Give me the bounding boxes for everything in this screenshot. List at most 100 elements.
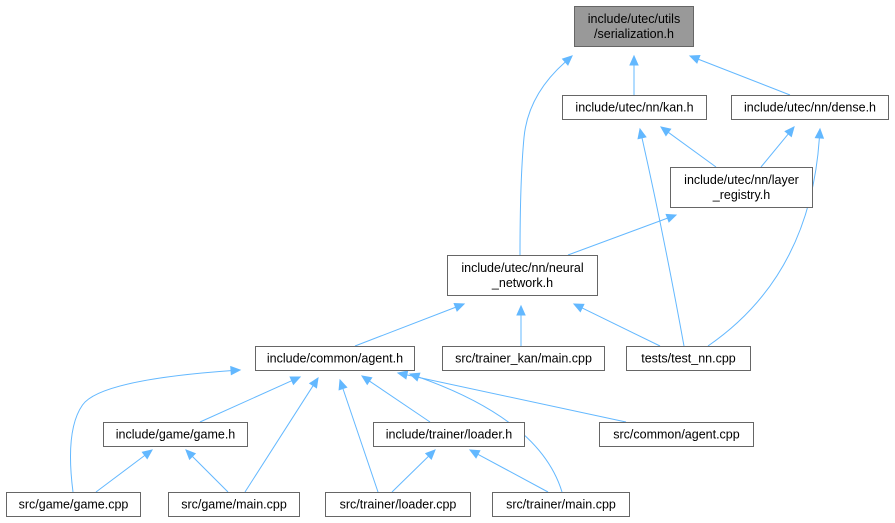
edge-line [641,137,685,347]
arrowhead [289,376,302,386]
edge-line [192,456,229,493]
node-label: _network.h [491,276,553,290]
edge-line [581,307,661,347]
edge-loader_cpp-to-agent_h [338,378,379,493]
node-kan[interactable]: include/utec/nn/kan.h [562,95,707,120]
node-loader_cpp[interactable]: src/trainer/loader.cpp [325,492,471,517]
nodes-layer: include/utec/utils/serialization.hinclud… [6,6,889,517]
edge-kan-to-serialization [629,54,639,95]
node-label: tests/test_nn.cpp [641,352,736,366]
arrowhead [665,213,678,223]
node-label: include/utec/utils [588,12,680,26]
edge-game_h-to-agent_h [199,376,302,423]
edge-line [391,455,429,493]
node-label: src/trainer/loader.cpp [340,498,457,512]
node-box[interactable] [562,95,707,120]
arrowhead [660,126,672,137]
edge-line [698,58,791,96]
arrowhead [424,449,436,461]
edge-loader_cpp-to-loader_h [391,449,436,493]
edge-neural_network-to-serialization [519,55,573,256]
arrowhead [453,302,466,312]
node-game_main[interactable]: src/game/main.cpp [168,492,300,517]
edge-agent_h-to-neural_network [354,302,466,347]
node-box[interactable] [670,167,813,208]
node-label: src/game/main.cpp [181,498,287,512]
node-box[interactable] [6,492,141,517]
edge-line [477,453,549,493]
node-label: include/utec/nn/dense.h [744,101,876,115]
node-box[interactable] [255,346,415,371]
edge-neural_network-to-layer_registry [567,213,678,256]
node-box[interactable] [447,255,598,296]
arrowhead [338,378,348,391]
arrowhead [688,55,701,64]
edge-test_nn-to-kan [637,127,685,347]
node-box[interactable] [373,422,525,447]
node-box[interactable] [103,422,248,447]
node-label: include/utec/nn/layer [684,173,799,187]
node-label: _registry.h [712,188,770,202]
edge-game_cpp-to-agent_h [69,365,242,493]
arrowhead [396,370,409,380]
node-game_h[interactable]: include/game/game.h [103,422,248,447]
node-loader_h[interactable]: include/trainer/loader.h [373,422,525,447]
node-label: include/trainer/loader.h [386,428,513,442]
node-trainer_kan_main[interactable]: src/trainer_kan/main.cpp [442,346,605,371]
edge-line [519,61,566,256]
node-box[interactable] [492,492,630,517]
arrowhead [637,127,647,140]
node-box[interactable] [731,95,889,120]
arrowhead [308,376,319,389]
node-test_nn[interactable]: tests/test_nn.cpp [626,346,751,371]
arrowhead [230,365,242,376]
arrowhead [141,449,153,460]
edge-agent_cpp-to-agent_h [396,370,627,423]
node-neural_network[interactable]: include/utec/nn/neural_network.h [447,255,598,296]
edge-line [95,455,146,493]
edge-line [760,133,789,168]
edge-line [667,131,717,168]
edge-trainer_kan_main-to-neural_network [516,304,526,346]
edge-test_nn-to-neural_network [572,303,661,347]
node-label: src/game/game.cpp [19,498,129,512]
node-agent_cpp[interactable]: src/common/agent.cpp [599,422,754,447]
edge-trainer_main-to-loader_h [468,449,549,493]
node-label: src/trainer/main.cpp [506,498,616,512]
node-serialization[interactable]: include/utec/utils/serialization.h [574,6,694,47]
node-box[interactable] [626,346,751,371]
node-trainer_main[interactable]: src/trainer/main.cpp [492,492,630,517]
node-label: include/common/agent.h [267,352,403,366]
arrowhead [784,126,795,138]
edge-game_main-to-agent_h [244,376,319,493]
edge-line [244,385,314,493]
edge-game_main-to-game_h [185,449,229,493]
arrowhead [561,55,573,66]
arrowhead [572,303,585,313]
edge-game_cpp-to-game_h [95,449,153,493]
edge-line [369,380,431,423]
node-box[interactable] [442,346,605,371]
arrowhead [516,304,526,316]
node-label: /serialization.h [594,27,674,41]
node-agent_h[interactable]: include/common/agent.h [255,346,415,371]
arrowhead [185,449,197,461]
node-label: src/trainer_kan/main.cpp [455,352,592,366]
node-dense[interactable]: include/utec/nn/dense.h [731,95,889,120]
node-box[interactable] [168,492,300,517]
edge-line [199,380,292,423]
node-layer_registry[interactable]: include/utec/nn/layer_registry.h [670,167,813,208]
node-game_cpp[interactable]: src/game/game.cpp [6,492,141,517]
node-label: include/game/game.h [116,428,236,442]
arrowhead [629,54,639,66]
node-box[interactable] [325,492,471,517]
edge-loader_h-to-agent_h [360,375,431,423]
node-label: include/utec/nn/kan.h [575,101,693,115]
node-label: src/common/agent.cpp [613,428,739,442]
node-box[interactable] [574,6,694,47]
edge-line [707,137,820,347]
node-box[interactable] [599,422,754,447]
edge-line [354,306,456,347]
arrowhead [468,449,481,459]
